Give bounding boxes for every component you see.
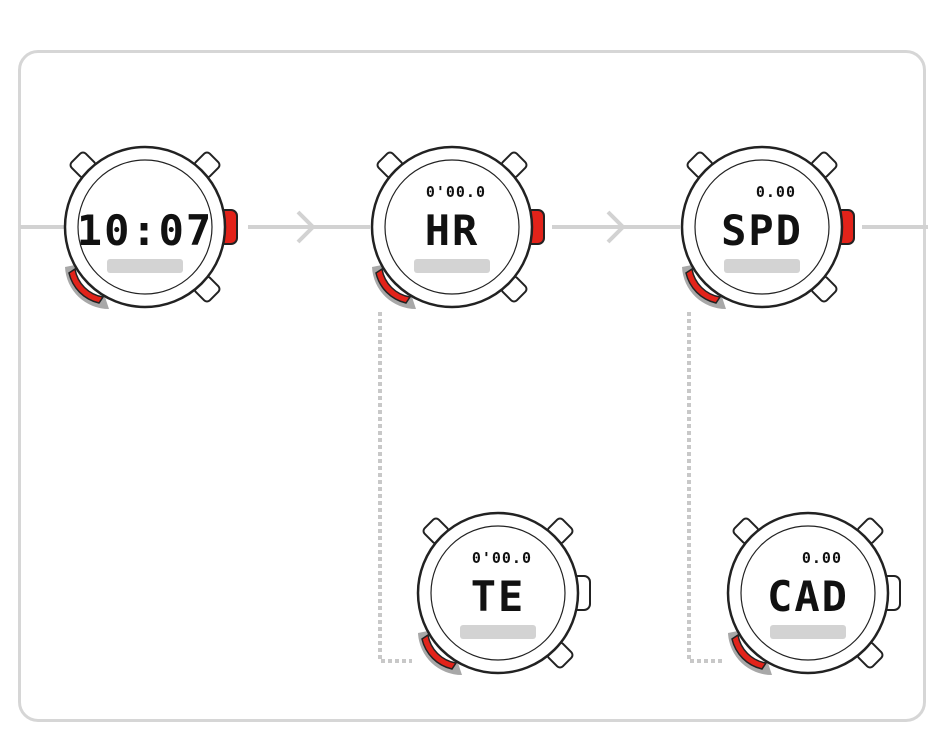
dotted-connector-hr-te [380, 312, 412, 661]
main-readout: SPD [721, 206, 803, 255]
small-readout: 0'00.0 [472, 549, 532, 567]
watch-hr: 0'00.0HR [372, 147, 544, 309]
small-readout: 0.00 [802, 549, 842, 567]
small-readout: 0'00.0 [426, 183, 486, 201]
main-readout: TE [471, 572, 526, 621]
display-bar [414, 259, 490, 273]
dotted-connector-spd-cad [689, 312, 722, 661]
display-bar [107, 259, 183, 273]
small-readout: 0.00 [756, 183, 796, 201]
main-readout: CAD [767, 572, 849, 621]
display-bar [724, 259, 800, 273]
main-readout: HR [425, 206, 480, 255]
watch-time: 10:07 [65, 147, 237, 309]
display-bar [770, 625, 846, 639]
display-bar [460, 625, 536, 639]
watch-te: 0'00.0TE [418, 513, 590, 675]
main-readout: 10:07 [77, 206, 213, 255]
